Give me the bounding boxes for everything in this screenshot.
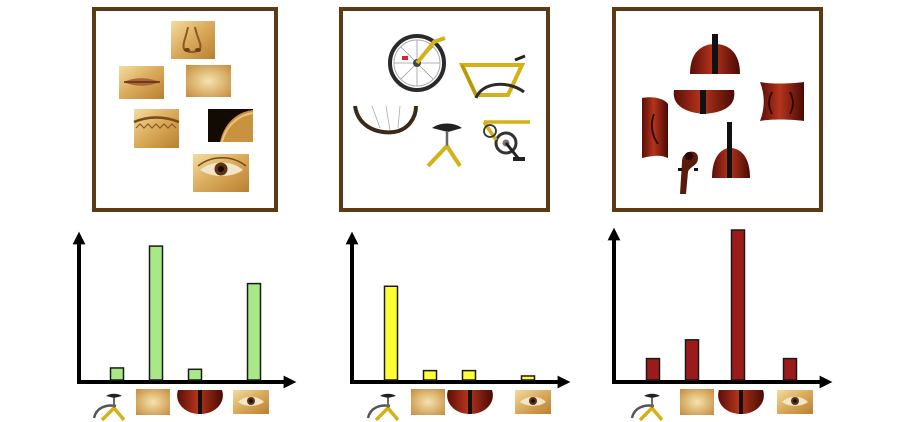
bar-bicycle-icon (645, 357, 661, 381)
violin-icon (447, 390, 493, 414)
skin-piece-icon (186, 65, 231, 97)
skin-patch-icon (136, 389, 170, 415)
panel-frame (339, 7, 550, 212)
violin-top-piece-icon (690, 34, 740, 74)
bar-skin-patch-icon (684, 339, 700, 381)
lips-piece-icon (119, 66, 164, 99)
bar-chart-bicycle (345, 231, 571, 422)
bicycle-icon (630, 393, 664, 422)
panel-bicycle (339, 7, 550, 212)
bicycle-icon (366, 393, 400, 422)
bar-violin-icon (187, 368, 203, 381)
bar-chart-violin (607, 227, 833, 422)
wheel-arc-piece-icon (353, 105, 418, 135)
bar-bicycle-icon (383, 285, 399, 381)
bar-eye-icon (246, 282, 262, 381)
bar-charts (72, 227, 833, 422)
bar-bicycle-icon (109, 367, 125, 381)
bar-chart-face (72, 231, 297, 422)
bar-skin-patch-icon (148, 245, 164, 381)
eye-icon (515, 390, 551, 414)
violin-icon (718, 390, 764, 414)
violin-scroll-piece-icon (678, 151, 698, 194)
eye-piece-icon (193, 154, 249, 192)
panel-violin (612, 7, 823, 212)
panel-face (92, 7, 278, 212)
bar-violin-icon (730, 229, 746, 381)
bicycle-icon (92, 393, 126, 422)
nose-piece-icon (171, 21, 215, 59)
saddle-piece-icon (426, 123, 462, 168)
lace-piece-icon (133, 109, 180, 148)
eye-icon (777, 390, 813, 414)
violin-icon (177, 390, 223, 414)
gear-piece-icon (482, 120, 530, 161)
eye-icon (233, 390, 269, 414)
violin-left-piece-icon (642, 97, 668, 158)
bar-skin-patch-icon (422, 369, 438, 381)
hair-piece-icon (208, 109, 254, 143)
bar-violin-icon (461, 369, 477, 381)
bar-eye-icon (520, 375, 536, 381)
violin-bottom-piece-icon (712, 122, 750, 178)
skin-patch-icon (411, 389, 445, 415)
violin-right-piece-icon (760, 82, 804, 121)
skin-patch-icon (680, 389, 714, 415)
bar-eye-icon (782, 357, 798, 381)
violin-center-piece-icon (673, 90, 735, 114)
wheel-piece-icon (388, 34, 446, 92)
frame-piece-icon (458, 54, 526, 99)
